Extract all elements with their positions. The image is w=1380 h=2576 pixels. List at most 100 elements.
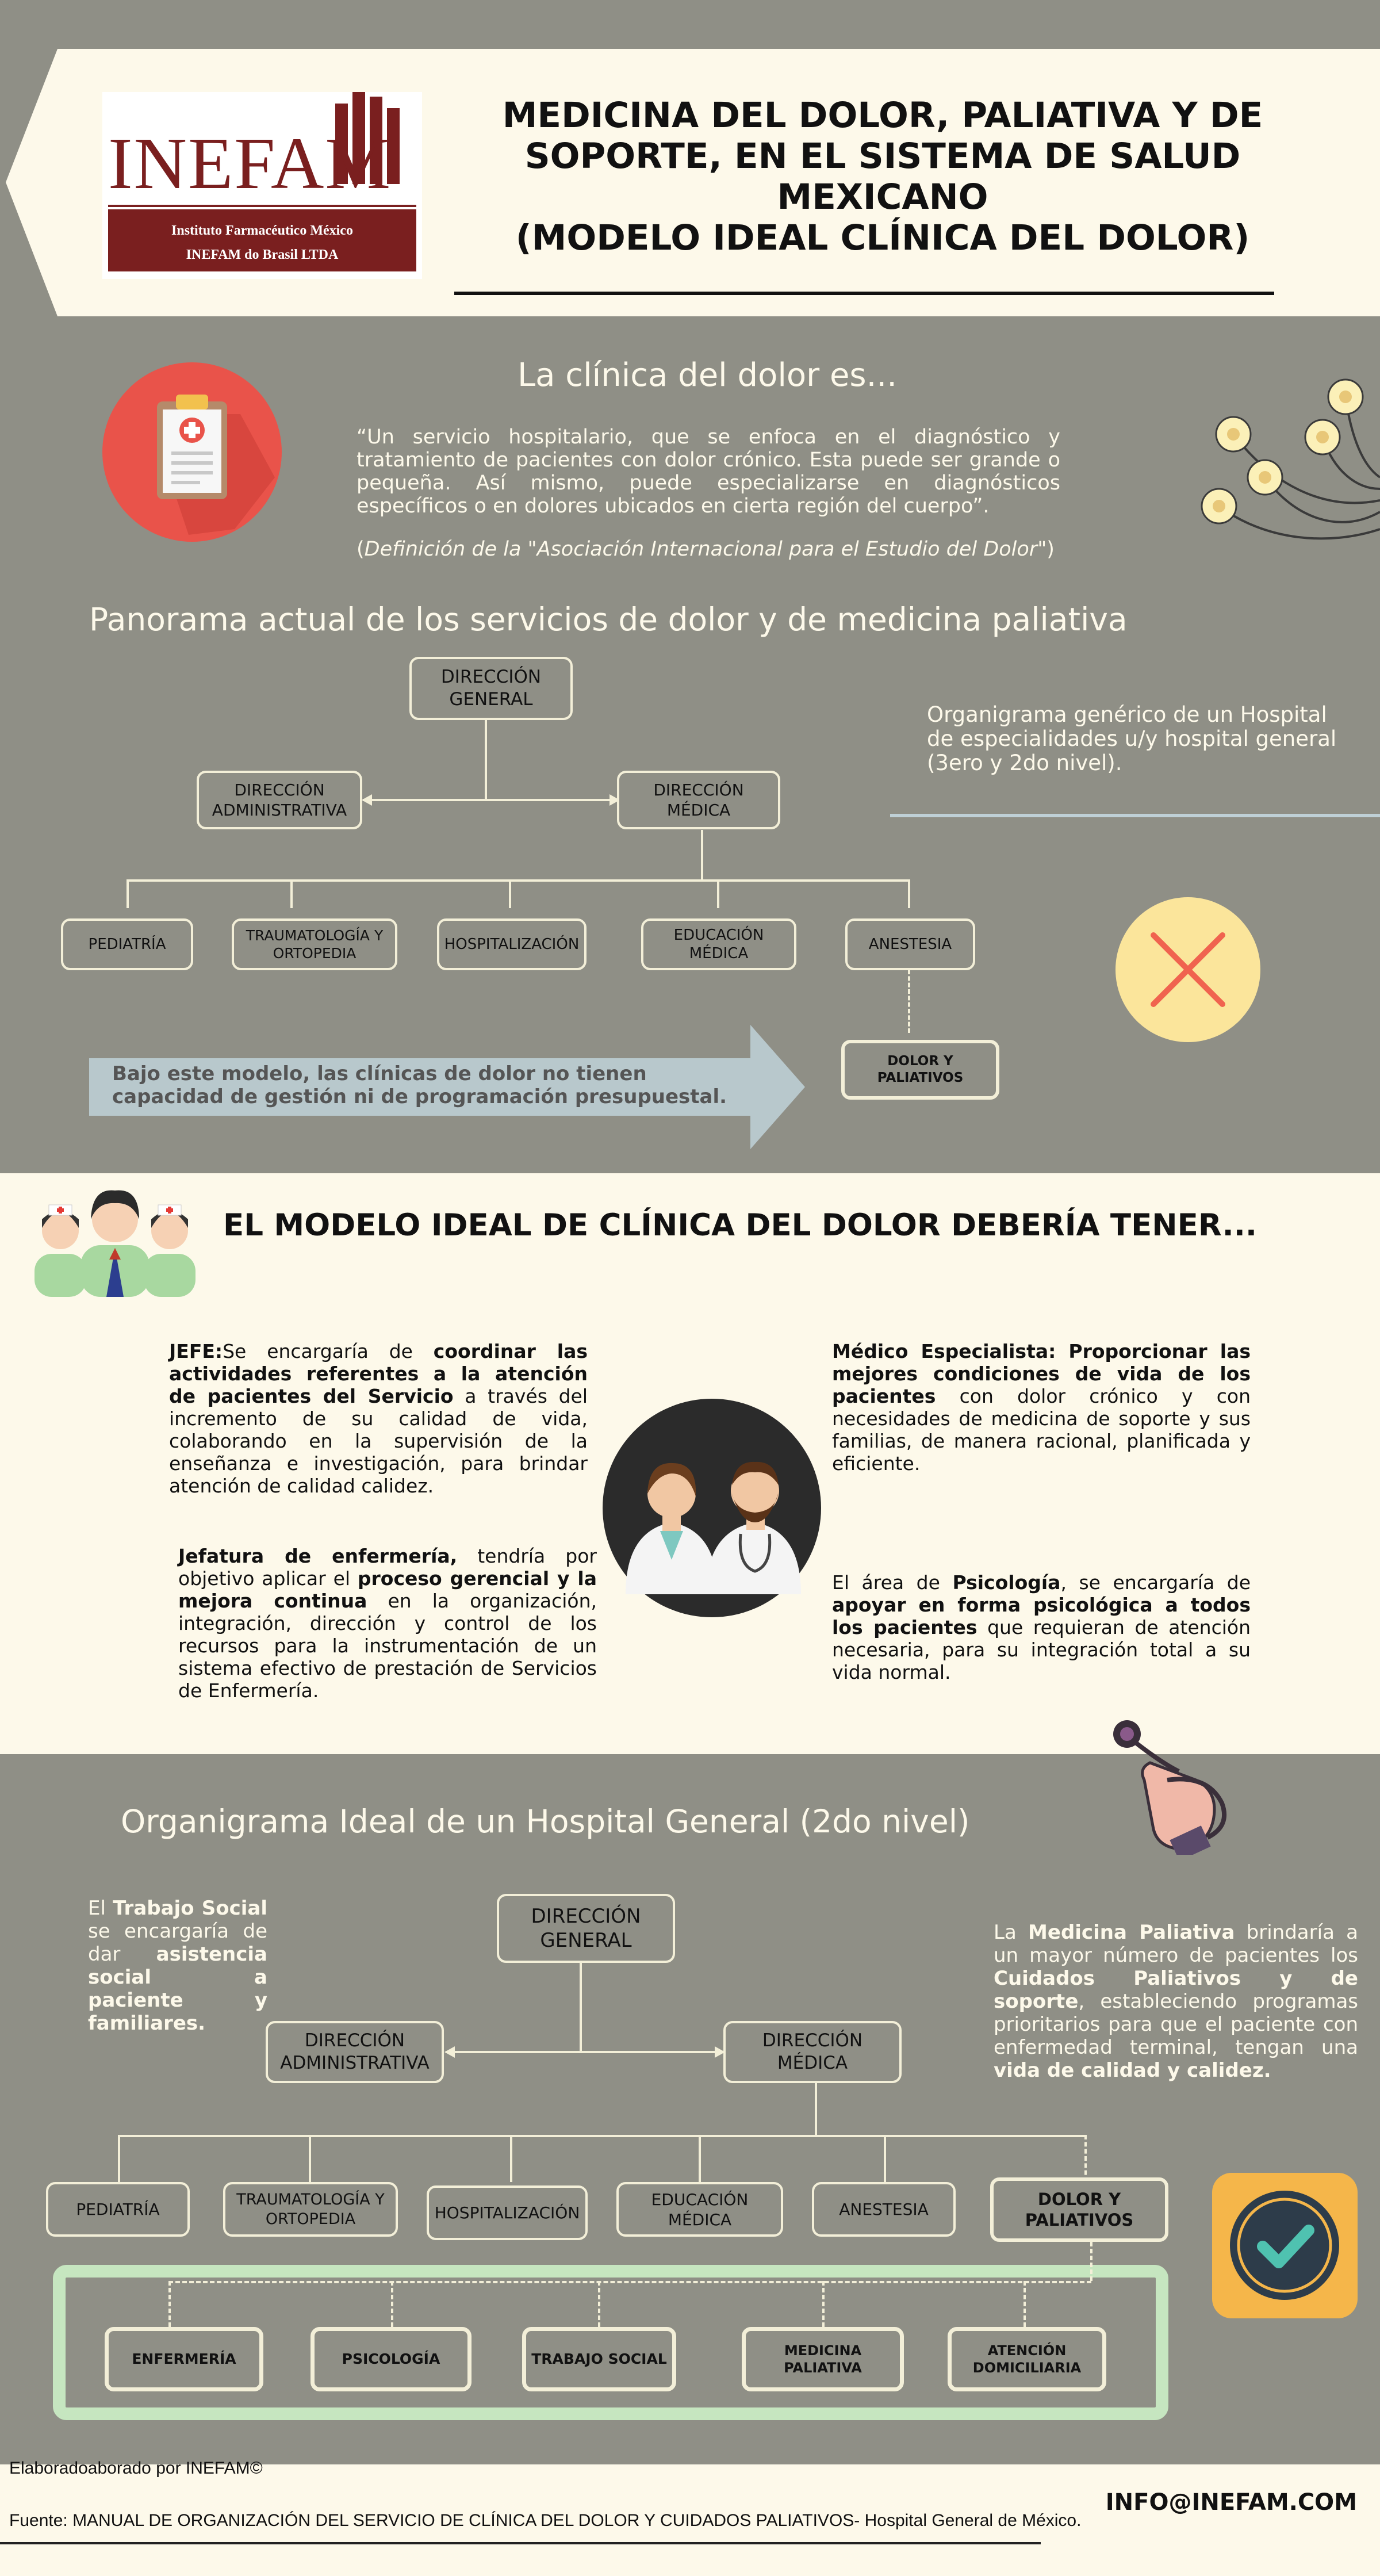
ideal-node-traumatologia: TRAUMATOLOGÍA Y ORTOPEDIA: [223, 2182, 398, 2237]
ideal-node-dolor-paliativos: DOLOR Y PALIATIVOS: [990, 2177, 1168, 2242]
mp-bold-3: vida de calidad y calidez.: [994, 2059, 1271, 2082]
dashed-connector: [908, 970, 910, 1033]
node-direccion-administrativa: DIRECCIÓN ADMINISTRATIVA: [197, 771, 362, 829]
connector: [290, 879, 293, 908]
page-title: MEDICINA DEL DOLOR, PALIATIVA Y DE SOPOR…: [454, 95, 1311, 258]
ideal-node-direccion-general: DIRECCIÓN GENERAL: [497, 1894, 675, 1963]
psicologia-bold-2: apoyar en forma psicológica a todos los …: [832, 1594, 1251, 1639]
cross-mark-icon: [1116, 897, 1260, 1042]
logo-wordmark: INEFAM: [108, 123, 392, 204]
footer-rule: [0, 2542, 1041, 2544]
dashed-connector: [1090, 2242, 1092, 2281]
connector: [126, 879, 910, 882]
ideal-node-pediatria: PEDIATRÍA: [46, 2182, 190, 2237]
node-direccion-medica: DIRECCIÓN MÉDICA: [617, 771, 780, 829]
medico-bold-1: Médico Especialista: Proporcionar las me…: [832, 1340, 1251, 1407]
dashed-connector: [598, 2281, 600, 2327]
connector: [510, 2135, 512, 2182]
title-line-3: MEXICANO: [777, 177, 988, 217]
ts-text-0: El: [88, 1897, 113, 1920]
node-anestesia: ANESTESIA: [845, 918, 975, 970]
connector: [884, 2135, 886, 2182]
source-italic: Definición de la "Asociación Internacion…: [364, 538, 1047, 561]
ts-bold-2: asistencia social a paciente y familiare…: [88, 1943, 267, 2035]
enfermeria-text-2: en la organización, integración, direcci…: [178, 1590, 597, 1702]
psicologia-bold-1: Psicología: [952, 1571, 1061, 1594]
connector: [815, 2083, 817, 2135]
jefe-bold-2: coordinar las actividades referentes a l…: [169, 1340, 588, 1407]
enfermeria-description: Jefatura de enfermería, tendría por obje…: [178, 1545, 597, 1702]
definition-heading: La clínica del dolor es...: [517, 357, 898, 394]
node-traumatologia: TRAUMATOLOGÍA Y ORTOPEDIA: [232, 918, 397, 970]
flowers-icon: [1179, 368, 1380, 558]
ideal-node-educacion-medica: EDUCACIÓN MÉDICA: [616, 2182, 783, 2237]
psicologia-text-0: El área de: [832, 1571, 953, 1594]
subunit-medicina-paliativa: MEDICINA PALIATIVA: [742, 2327, 904, 2391]
source-close: ): [1046, 538, 1055, 561]
enfermeria-bold-2: proceso gerencial y la mejora continua: [178, 1567, 597, 1612]
arrow-head: [715, 2046, 725, 2058]
node-educacion-medica: EDUCACIÓN MÉDICA: [641, 918, 796, 970]
jefe-bold-1: JEFE:: [169, 1340, 223, 1362]
dashed-connector: [391, 2281, 393, 2327]
logo-line-2: INEFAM do Brasil LTDA: [186, 247, 339, 262]
connector: [126, 879, 129, 908]
arrow-head: [362, 794, 372, 806]
dashed-connector: [1023, 2281, 1026, 2327]
definition-quote: “Un servicio hospitalario, que se enfoca…: [356, 426, 1060, 518]
connector: [701, 830, 703, 879]
connector: [717, 879, 719, 908]
connector: [446, 2051, 723, 2053]
doctors-icon: [603, 1399, 821, 1617]
ideal-node-hospitalizacion: HOSPITALIZACIÓN: [427, 2185, 588, 2240]
psicologia-description: El área de Psicología, se encargaría de …: [832, 1571, 1251, 1683]
connector: [363, 799, 618, 801]
psicologia-text-2: que requieran de atención necesaria, par…: [832, 1616, 1251, 1683]
connector: [118, 2135, 120, 2182]
footer-email[interactable]: INFO@INEFAM.COM: [1105, 2489, 1357, 2516]
medical-team-icon: [29, 1173, 201, 1297]
footer-credit: Elaboradoaborado por INEFAM©: [9, 2459, 263, 2478]
connector: [509, 879, 511, 908]
medicina-paliativa-note: La Medicina Paliativa brindaría a un may…: [994, 1921, 1358, 2082]
title-underline: [454, 292, 1274, 295]
dashed-connector: [822, 2281, 825, 2327]
panorama-heading: Panorama actual de los servicios de dolo…: [89, 601, 1128, 638]
source-open: (: [356, 538, 365, 561]
enfermeria-bold-1: Jefatura de enfermería,: [178, 1545, 458, 1567]
info-arrow: [89, 1025, 805, 1149]
hand-stethoscope-icon: [1110, 1717, 1236, 1861]
node-hospitalizacion: HOSPITALIZACIÓN: [437, 918, 586, 970]
dashed-connector: [168, 2281, 1091, 2283]
logo-line-1: Instituto Farmacéutico México: [171, 223, 353, 238]
mp-bold-2: Cuidados Paliativos y de soporte: [994, 1967, 1358, 2013]
ts-bold-1: Trabajo Social: [113, 1897, 267, 1920]
dashed-connector: [1084, 2135, 1087, 2182]
connector: [699, 2135, 701, 2182]
connector: [908, 879, 910, 908]
node-pediatria: PEDIATRÍA: [61, 918, 193, 970]
ts-text-1: se encargaría de dar: [88, 1920, 267, 1966]
jefe-text-1: Se encargaría de: [223, 1340, 434, 1362]
medico-especialista-description: Médico Especialista: Proporcionar las me…: [832, 1340, 1251, 1475]
definition-source: (Definición de la "Asociación Internacio…: [356, 538, 1104, 561]
mp-text-1: brindaría a un mayor número de pacientes…: [994, 1921, 1358, 1967]
title-line-4: (MODELO IDEAL CLÍNICA DEL DOLOR): [515, 217, 1250, 258]
trabajo-social-note: El Trabajo Social se encargaría de dar a…: [88, 1897, 267, 2035]
ideal-node-anestesia: ANESTESIA: [812, 2182, 956, 2237]
psicologia-text-1: , se encargaría de: [1060, 1571, 1251, 1594]
connector: [485, 719, 487, 800]
dashed-connector: [168, 2281, 171, 2327]
connector: [118, 2135, 1087, 2137]
ideal-node-direccion-administrativa: DIRECCIÓN ADMINISTRATIVA: [266, 2021, 444, 2083]
node-direccion-general: DIRECCIÓN GENERAL: [409, 657, 573, 720]
footer: [0, 2464, 1380, 2576]
node-dolor-paliativos: DOLOR Y PALIATIVOS: [841, 1040, 999, 1100]
subunit-atencion-domiciliaria: ATENCIÓN DOMICILIARIA: [948, 2327, 1106, 2391]
footer-source: Fuente: MANUAL DE ORGANIZACIÓN DEL SERVI…: [9, 2511, 1082, 2530]
jefe-description: JEFE:Se encargaría de coordinar las acti…: [169, 1340, 588, 1497]
mp-text-2: , estableciendo programas prioritarios p…: [994, 1990, 1358, 2059]
jefe-text-2: a través del incremento de su calidad de…: [169, 1385, 588, 1497]
subunit-psicologia: PSICOLOGÍA: [310, 2327, 471, 2391]
connector: [309, 2135, 311, 2182]
